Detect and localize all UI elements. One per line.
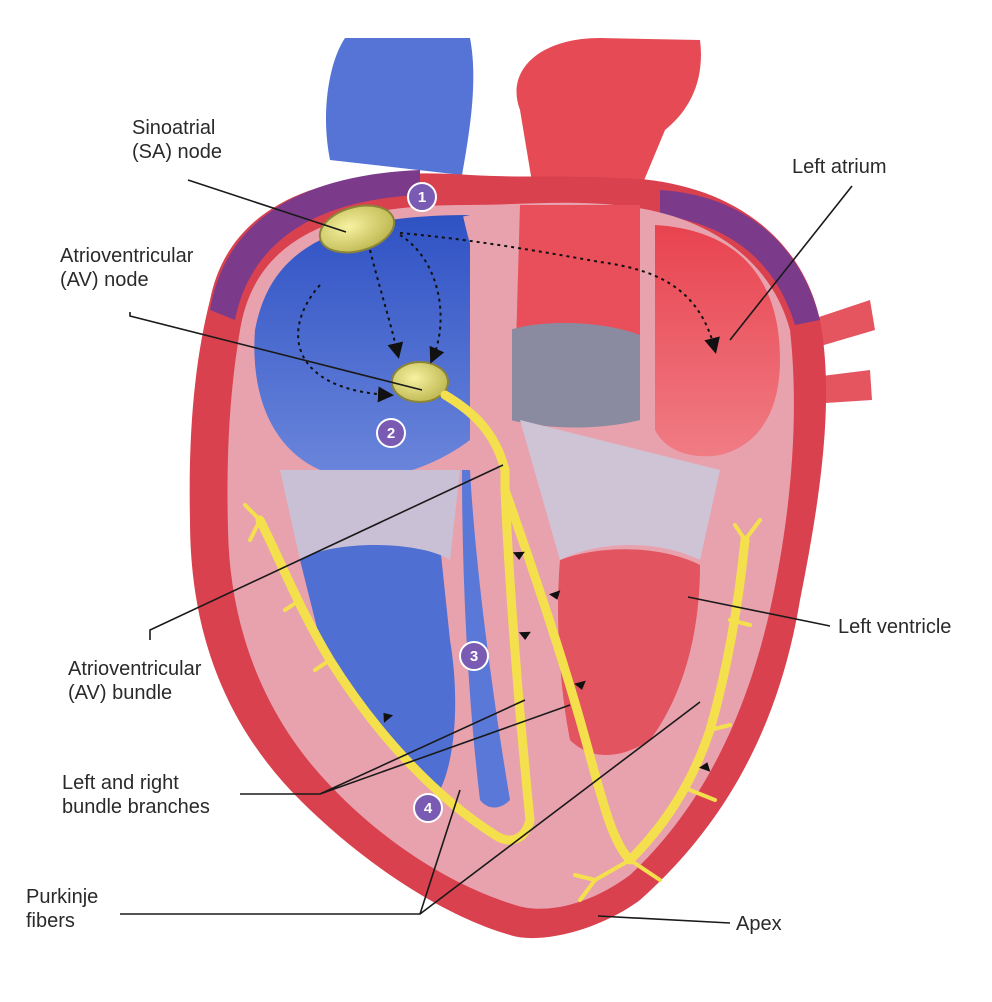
leader-left-atrium [729,185,853,341]
leader-apex [597,915,731,924]
label-line: Atrioventricular [68,658,202,680]
leader-av-bundle [149,464,504,640]
step-badge-2: 2 [376,418,406,448]
step-number: 4 [424,800,433,817]
step-badge-1: 1 [407,182,437,212]
step-number: 1 [418,189,426,206]
step-number: 3 [470,648,478,665]
right-atrium [254,215,470,479]
leader-sa-node [187,179,347,233]
leader-lines [120,179,853,924]
step-badge-4: 4 [413,793,443,823]
left-ventricle [558,549,700,755]
label-line: bundle branches [62,796,210,818]
aorta [516,38,701,200]
label-line: Atrioventricular [60,245,194,267]
right-ventricle [300,537,456,790]
step-number: 2 [387,425,395,442]
purkinje-fibers [243,503,762,902]
impulse-spread-arrows [297,232,720,403]
label-purkinje: Purkinje fibers [26,885,98,933]
label-av-bundle: Atrioventricular (AV) bundle [68,657,201,705]
leader-purkinje [120,701,701,915]
tricuspid-valve [280,470,460,560]
label-left-ventricle: Left ventricle [838,616,952,638]
label-line: Left and right [62,772,179,794]
label-av-node: Atrioventricular (AV) node [60,244,193,292]
label-left-atrium: Left atrium [792,156,887,178]
label-line: Purkinje [26,886,99,908]
right-atrium-cap [210,170,420,320]
label-apex: Apex [736,913,782,935]
conduction-arrows [383,551,711,772]
label-line: Sinoatrial [132,117,216,139]
leader-av-node [129,312,423,391]
label-line: (AV) bundle [68,682,173,704]
label-sa-node: Sinoatrial (SA) node [132,116,222,164]
aortic-valve [510,323,640,428]
label-line: fibers [26,910,75,932]
superior-vena-cava [325,38,474,175]
leader-bundle-branches [240,699,571,795]
left-atrium-cap [660,190,820,325]
mitral-valve [520,420,720,560]
label-line: (SA) node [132,141,223,163]
label-bundle-branches: Left and right bundle branches [62,771,210,819]
av-node [391,361,449,403]
leader-left-ventricle [687,596,831,627]
step-badge-3: 3 [459,641,489,671]
sa-node [318,204,396,254]
label-line: (AV) node [60,269,149,291]
